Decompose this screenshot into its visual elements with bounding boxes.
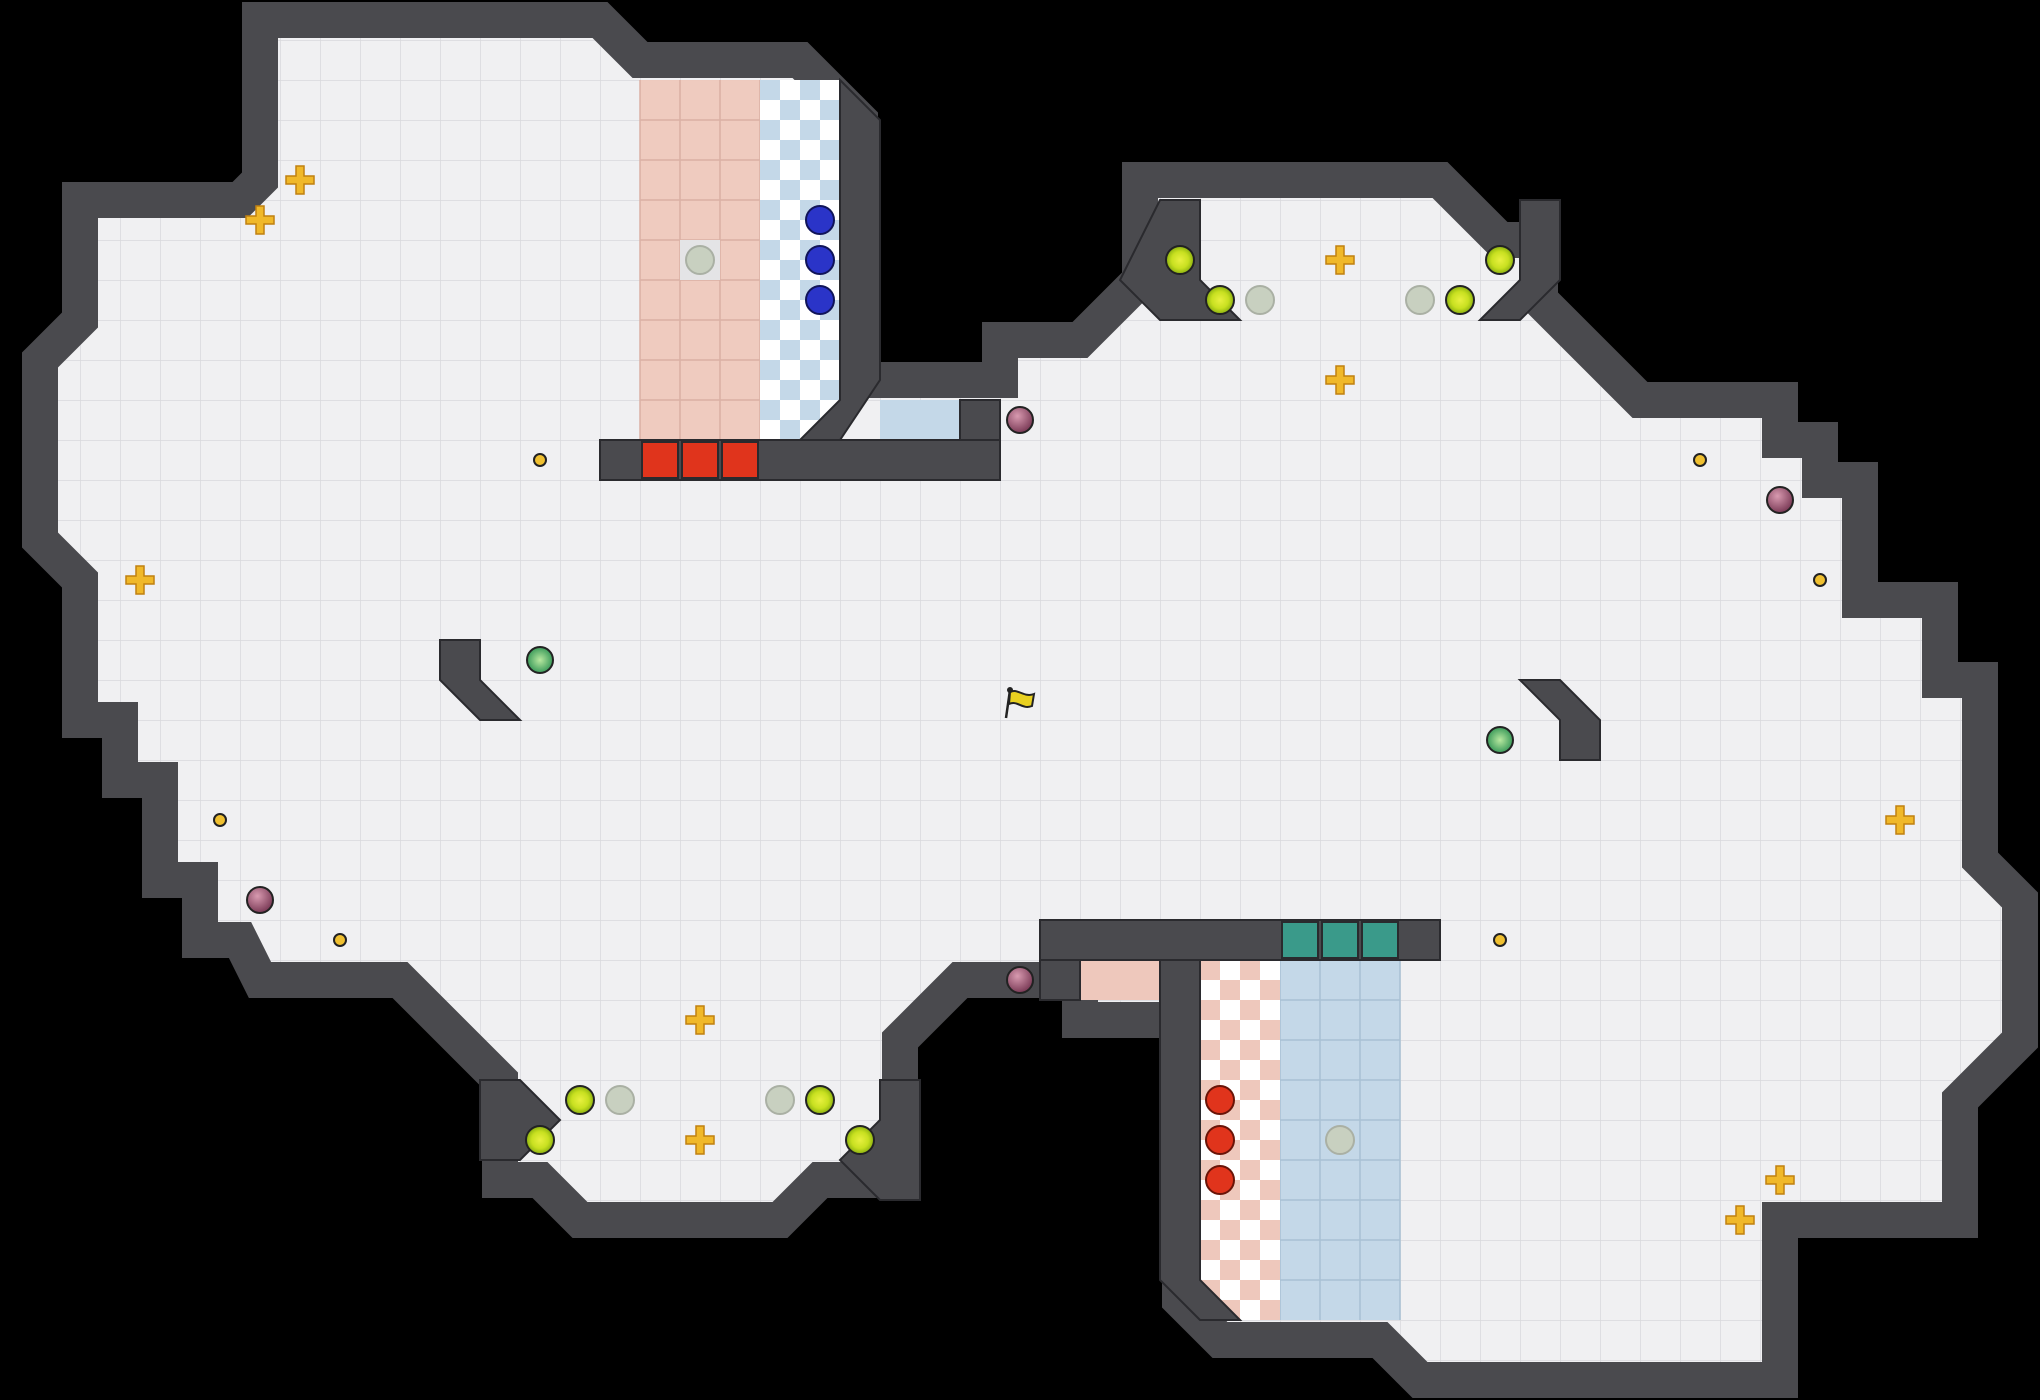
gate-tile (641, 441, 679, 479)
powerup-icon (1765, 1165, 1795, 1195)
boost-used-icon (1405, 285, 1435, 315)
powerups (125, 165, 1915, 1235)
wall-wedge-west (439, 639, 523, 721)
team-ball-icon (1205, 1125, 1235, 1155)
boost-used-icon (1245, 285, 1275, 315)
powerup-icon (285, 165, 315, 195)
bombs (246, 406, 1794, 994)
boost-icon (845, 1125, 875, 1155)
blue-team-balls (805, 205, 835, 315)
red-gates (641, 441, 759, 479)
portal-icon (213, 813, 227, 827)
speedpad-icon (1486, 726, 1514, 754)
bomb-icon (1766, 486, 1794, 514)
flag-icon (1004, 687, 1036, 719)
boost-icon (1445, 285, 1475, 315)
bomb-icon (1006, 966, 1034, 994)
wall-south-pod-right (838, 1079, 921, 1201)
portals (213, 453, 1827, 947)
portal-icon (1813, 573, 1827, 587)
red-patch-south (1080, 960, 1160, 1000)
wall-east-pod-right (1477, 199, 1561, 321)
boost-used-icon (685, 245, 715, 275)
boost-used-icon (605, 1085, 635, 1115)
team-ball-icon (1205, 1085, 1235, 1115)
powerup-icon (1325, 365, 1355, 395)
speedpad-icon (526, 646, 554, 674)
boost-icon (1205, 285, 1235, 315)
wall-north-pocket (797, 77, 881, 441)
wall-wedge-east (1517, 679, 1601, 761)
boost-icon (525, 1125, 555, 1155)
gate-tile (1321, 921, 1359, 959)
wall-north-nub (959, 399, 1001, 441)
gate-tile (721, 441, 759, 479)
blue-patch-north (880, 400, 960, 440)
walls (439, 77, 1601, 1321)
team-ball-icon (805, 285, 835, 315)
powerup-icon (685, 1005, 715, 1035)
powerup-icon (685, 1125, 715, 1155)
boost-used-icon (1325, 1125, 1355, 1155)
wall-south-nub (1039, 959, 1081, 1001)
portal-icon (333, 933, 347, 947)
gate-tile (1361, 921, 1399, 959)
portal-icon (1693, 453, 1707, 467)
red-team-balls (1205, 1085, 1235, 1195)
boosts (525, 245, 1515, 1155)
gate-tile (1281, 921, 1319, 959)
boost-icon (1165, 245, 1195, 275)
boost-icon (1485, 245, 1515, 275)
powerup-icon (1885, 805, 1915, 835)
powerup-icon (1725, 1205, 1755, 1235)
powerup-icon (125, 565, 155, 595)
team-ball-icon (805, 245, 835, 275)
powerup-icon (1325, 245, 1355, 275)
boost-icon (805, 1085, 835, 1115)
boost-icon (565, 1085, 595, 1115)
teal-gates (1281, 921, 1399, 959)
portal-icon (533, 453, 547, 467)
speedpads (526, 646, 1514, 754)
gate-tile (681, 441, 719, 479)
bomb-icon (246, 886, 274, 914)
used-boosts (605, 240, 1435, 1155)
wall-south-pocket (1159, 959, 1243, 1321)
boost-used-icon (765, 1085, 795, 1115)
bomb-icon (1006, 406, 1034, 434)
powerup-icon (245, 205, 275, 235)
team-ball-icon (1205, 1165, 1235, 1195)
team-ball-icon (805, 205, 835, 235)
portal-icon (1493, 933, 1507, 947)
